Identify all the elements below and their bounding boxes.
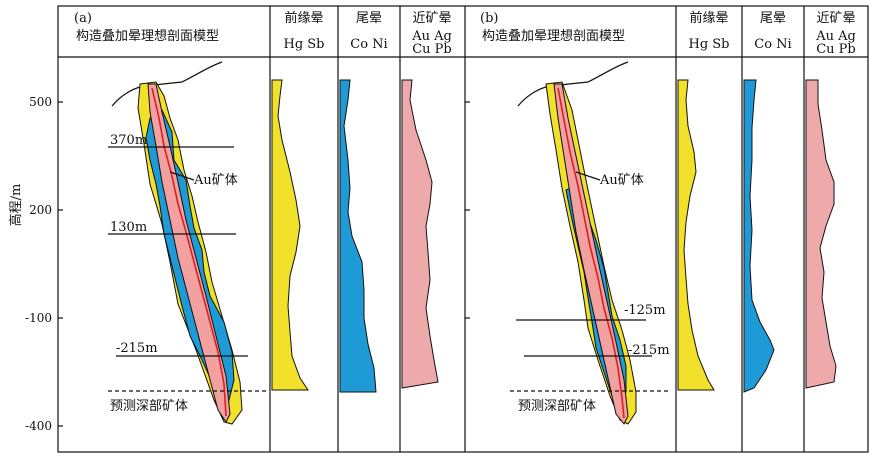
panel-a-section: 370m 130m -215m Au矿体 预测深部矿体 <box>108 61 268 425</box>
y-tick-200: 200 <box>29 203 52 217</box>
panel-b-deep-ore-label: 预测深部矿体 <box>518 399 596 414</box>
y-tick-500: 500 <box>29 95 52 109</box>
panel-a-near-title: 近矿晕 <box>412 11 451 26</box>
panel-b-near-elements-2: Cu Pb <box>816 42 856 57</box>
panel-a-front-halo-profile <box>271 79 309 391</box>
panel-a-near-elements-2: Cu Pb <box>412 42 452 57</box>
y-axis: 500 200 -100 -400 高程/m <box>8 95 470 433</box>
panel-a-level-130-label: 130m <box>110 220 147 235</box>
panel-b-ore-vein <box>557 87 625 419</box>
panel-b-near-title: 近矿晕 <box>816 11 855 26</box>
y-tick-minus-400: -400 <box>25 419 52 433</box>
panel-a-front-elements: Hg Sb <box>283 37 324 52</box>
panel-a-near-halo-profile <box>401 79 439 389</box>
panel-b-front-halo-profile <box>677 79 715 391</box>
panel-a-deep-ore-label: 预测深部矿体 <box>110 399 188 414</box>
panel-a-ore-vein <box>151 87 227 417</box>
panel-a-title: 构造叠加晕理想剖面模型 <box>76 28 219 44</box>
panel-a-tail-elements: Co Ni <box>350 37 387 52</box>
panel-b-terrain-line <box>517 61 629 107</box>
panel-b-header: (b) 构造叠加晕理想剖面模型 前缘晕 Hg Sb 尾晕 Co Ni 近矿晕 A… <box>480 10 856 57</box>
panel-a-near-elements-1: Au Ag <box>411 29 452 44</box>
y-tick-minus-100: -100 <box>25 311 52 325</box>
panel-b-ore-body <box>553 83 629 425</box>
panel-a-level-minus-215-label: -215m <box>116 341 158 356</box>
panel-a-ore-leader-line <box>169 171 195 181</box>
panel-b-tail-halo-profile <box>743 79 775 393</box>
panel-a-tail-halo-profile <box>339 79 377 393</box>
panel-b-tag: (b) <box>480 11 498 26</box>
panel-a-terrain-line <box>111 61 223 107</box>
panel-b-tail-elements: Co Ni <box>754 37 791 52</box>
panel-b-ore-leader-line <box>575 171 601 181</box>
panel-a-header: (a) 构造叠加晕理想剖面模型 前缘晕 Hg Sb 尾晕 Co Ni 近矿晕 A… <box>74 10 452 57</box>
panel-b-tail-title: 尾晕 <box>760 11 786 26</box>
panel-a-halo-profiles <box>271 79 439 393</box>
y-axis-label: 高程/m <box>8 184 24 227</box>
panel-a-front-title: 前缘晕 <box>284 10 323 26</box>
panel-b-near-elements-1: Au Ag <box>815 29 856 44</box>
panel-a-tail-title: 尾晕 <box>356 11 382 26</box>
panel-b-near-halo-profile <box>805 79 837 389</box>
panel-b-title: 构造叠加晕理想剖面模型 <box>482 28 625 44</box>
panel-b-level-minus-215-label: -215m <box>628 343 670 358</box>
panel-b-front-title: 前缘晕 <box>689 10 728 26</box>
panel-b-section: -125m -215m Au矿体 预测深部矿体 <box>510 61 670 425</box>
panel-b-halo-profiles <box>677 79 837 393</box>
panel-a-tag: (a) <box>74 11 92 26</box>
figure-frame <box>57 5 869 453</box>
panel-b-ore-label: Au矿体 <box>599 173 644 188</box>
panel-a-ore-label: Au矿体 <box>193 173 238 188</box>
panel-b-front-elements: Hg Sb <box>688 37 729 52</box>
panel-a-level-370-label: 370m <box>110 133 147 148</box>
panel-a-ore-body <box>147 83 231 423</box>
panel-b-level-minus-125-label: -125m <box>624 303 666 318</box>
